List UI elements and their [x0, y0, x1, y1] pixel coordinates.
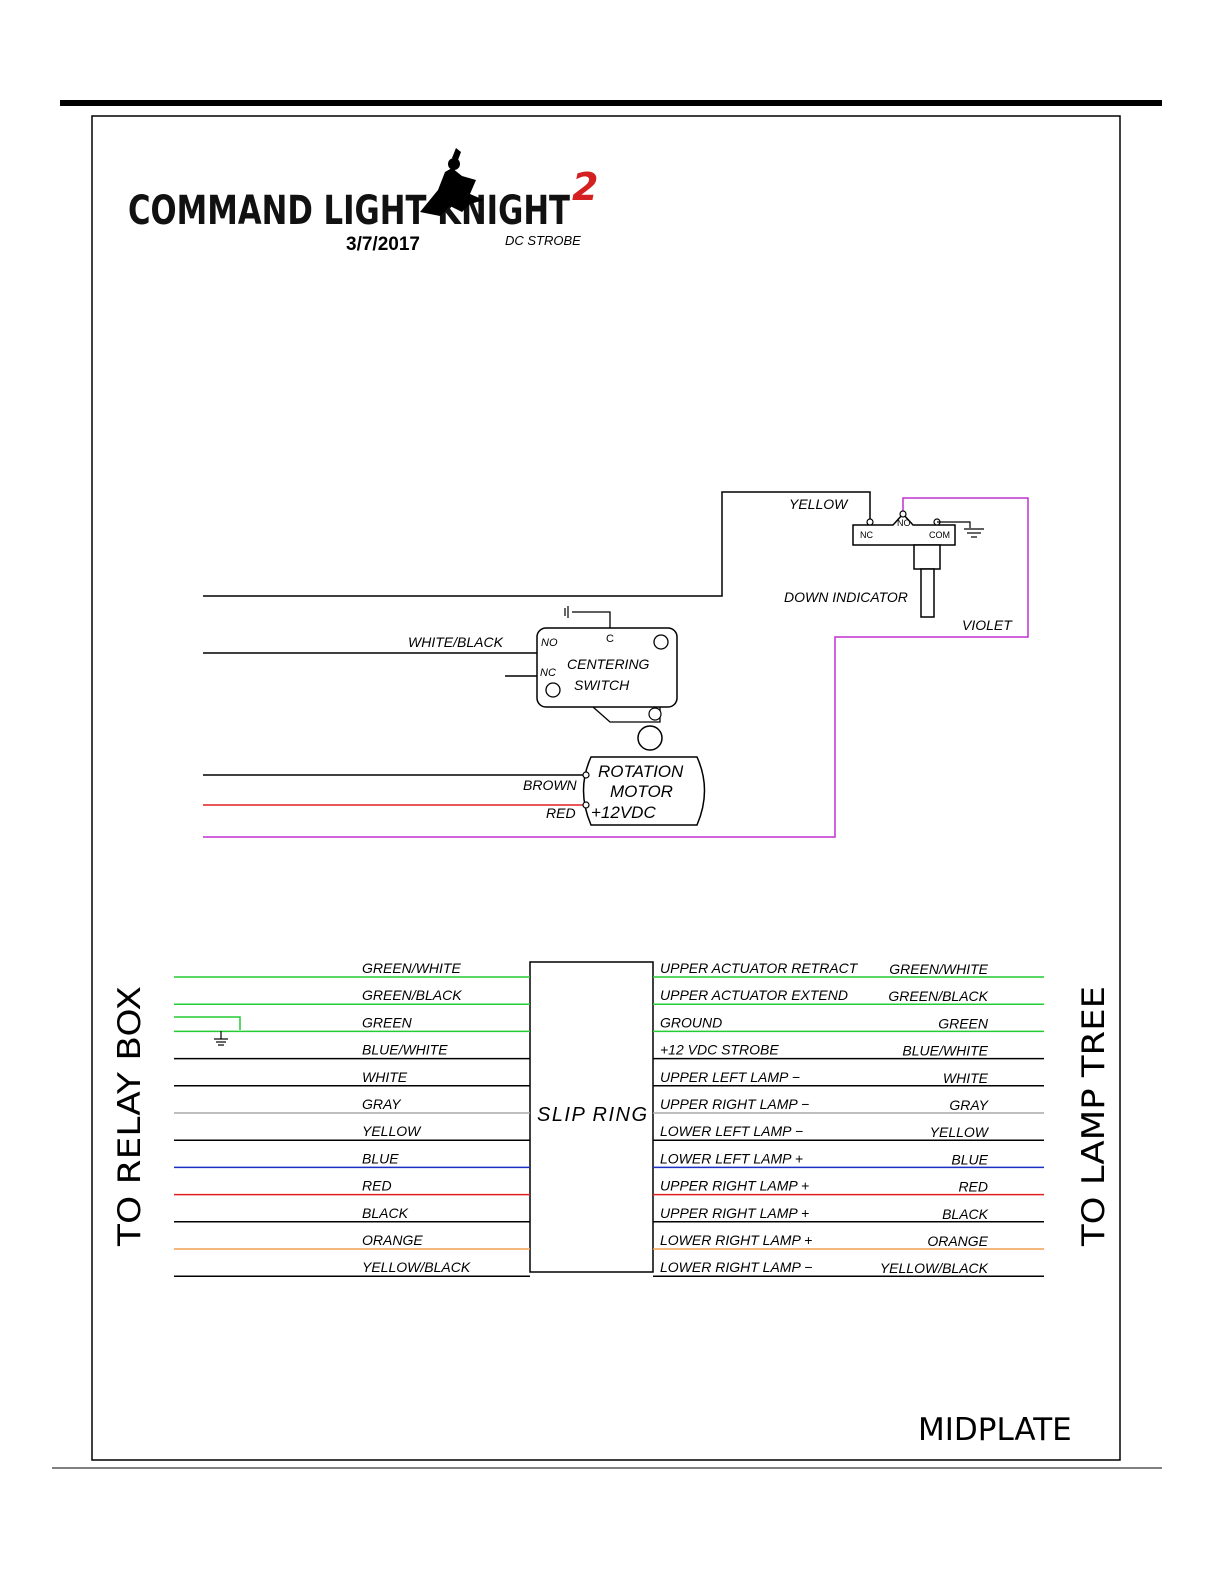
slip-row-right-label: GRAY	[949, 1097, 989, 1113]
ground-tap-wire	[174, 1016, 241, 1030]
down-indicator-label: DOWN INDICATOR	[784, 589, 908, 605]
knight-rider-icon	[420, 148, 484, 216]
slip-row-function-label: LOWER LEFT LAMP −	[660, 1123, 803, 1139]
slip-row-left-label: GRAY	[362, 1096, 402, 1112]
down-indicator-pin-no: NO	[897, 518, 911, 528]
slip-row-function-label: UPPER ACTUATOR RETRACT	[660, 960, 859, 976]
slip-row-function-label: UPPER RIGHT LAMP +	[660, 1178, 809, 1194]
wire-yellow	[203, 491, 871, 597]
logo-superscript: 2	[572, 165, 598, 209]
rotation-motor-label-2: MOTOR	[610, 782, 673, 801]
slip-row-right-label: YELLOW	[930, 1124, 990, 1140]
slip-row-function-label: +12 VDC STROBE	[660, 1042, 779, 1058]
centering-switch-pin-nc: NC	[540, 667, 556, 679]
rotation-motor: ROTATION MOTOR +12VDC	[582, 756, 706, 826]
wire-label-yellow: YELLOW	[789, 496, 849, 512]
slip-ring-box	[529, 961, 654, 1273]
slip-row-left-label: RED	[362, 1178, 392, 1194]
slip-row-left-label: GREEN	[362, 1014, 413, 1030]
slip-row-left-label: WHITE	[362, 1069, 408, 1085]
wire-label-white-black: WHITE/BLACK	[408, 634, 504, 650]
slip-row-right-label: RED	[958, 1179, 988, 1195]
rotation-motor-label-1: ROTATION	[598, 762, 684, 781]
slip-row-right-label: WHITE	[943, 1070, 989, 1086]
slip-row-function-label: UPPER LEFT LAMP −	[660, 1069, 800, 1085]
chassis-ground-icon	[564, 606, 569, 618]
top-rule	[60, 100, 1162, 106]
ground-symbol-icon	[964, 528, 984, 538]
down-indicator-switch: NC NO COM DOWN INDICATOR	[784, 510, 984, 618]
slip-row-right-label: YELLOW/BLACK	[880, 1260, 989, 1276]
wire-label-red: RED	[546, 805, 576, 821]
document-subtitle: DC STROBE	[505, 233, 581, 248]
centering-switch-pin-no: NO	[541, 637, 558, 649]
centering-switch-pin-c: C	[606, 633, 614, 645]
to-relay-box-label: TO RELAY BOX	[112, 986, 148, 1247]
slip-row-function-label: UPPER RIGHT LAMP +	[660, 1205, 809, 1221]
slip-row-right-label: BLACK	[942, 1206, 989, 1222]
slip-row-left-label: YELLOW/BLACK	[362, 1259, 471, 1275]
logo-text: COMMAND LIGHT KNIGHT	[128, 188, 571, 234]
down-indicator-pin-nc: NC	[860, 530, 873, 540]
slip-row-right-label: GREEN/BLACK	[888, 988, 988, 1004]
slip-row-left-label: ORANGE	[362, 1232, 423, 1248]
ground-symbol-icon	[214, 1031, 228, 1046]
centering-switch: NO NC C CENTERING SWITCH	[536, 606, 678, 751]
document-date: 3/7/2017	[346, 234, 420, 255]
diagram-frame	[91, 115, 1121, 1461]
wire-violet	[203, 497, 1029, 838]
centering-switch-label-1: CENTERING	[567, 656, 650, 672]
slip-row-left-label: BLUE/WHITE	[362, 1042, 448, 1058]
slip-row-left-label: YELLOW	[362, 1123, 422, 1139]
wire-label-violet: VIOLET	[962, 617, 1013, 633]
centering-switch-label-2: SWITCH	[574, 677, 630, 693]
slip-row-function-label: LOWER RIGHT LAMP +	[660, 1232, 812, 1248]
slip-row-left-label: GREEN/BLACK	[362, 987, 462, 1003]
slip-row-function-label: UPPER ACTUATOR EXTEND	[660, 987, 848, 1003]
plate-label: MIDPLATE	[918, 1412, 1072, 1448]
slip-row-right-label: BLUE/WHITE	[902, 1043, 988, 1059]
to-lamp-tree-label: TO LAMP TREE	[1076, 986, 1112, 1247]
slip-row-function-label: GROUND	[660, 1014, 722, 1030]
wire-label-brown: BROWN	[523, 777, 578, 793]
slip-row-left-label: GREEN/WHITE	[362, 960, 461, 976]
down-indicator-pin-com: COM	[929, 530, 950, 540]
slip-row-function-label: LOWER RIGHT LAMP −	[660, 1259, 812, 1275]
slip-row-function-label: UPPER RIGHT LAMP −	[660, 1096, 809, 1112]
slip-ring-rows: GREEN/WHITE UPPER ACTUATOR RETRACT GREEN/W…	[174, 960, 1044, 1277]
rotation-motor-label-3: +12VDC	[591, 803, 656, 822]
slip-row-left-label: BLACK	[362, 1205, 409, 1221]
slip-ring-label: SLIP RING	[537, 1104, 647, 1126]
logo: COMMAND LIGHT KNIGHT 2 3/7/2017 DC STROB…	[128, 148, 598, 255]
slip-row-right-label: BLUE	[951, 1151, 988, 1167]
slip-row-left-label: BLUE	[362, 1150, 399, 1166]
slip-row-right-label: GREEN/WHITE	[889, 961, 988, 977]
slip-row-right-label: GREEN	[938, 1015, 989, 1031]
slip-row-function-label: LOWER LEFT LAMP +	[660, 1150, 803, 1166]
slip-row-right-label: ORANGE	[927, 1233, 988, 1249]
